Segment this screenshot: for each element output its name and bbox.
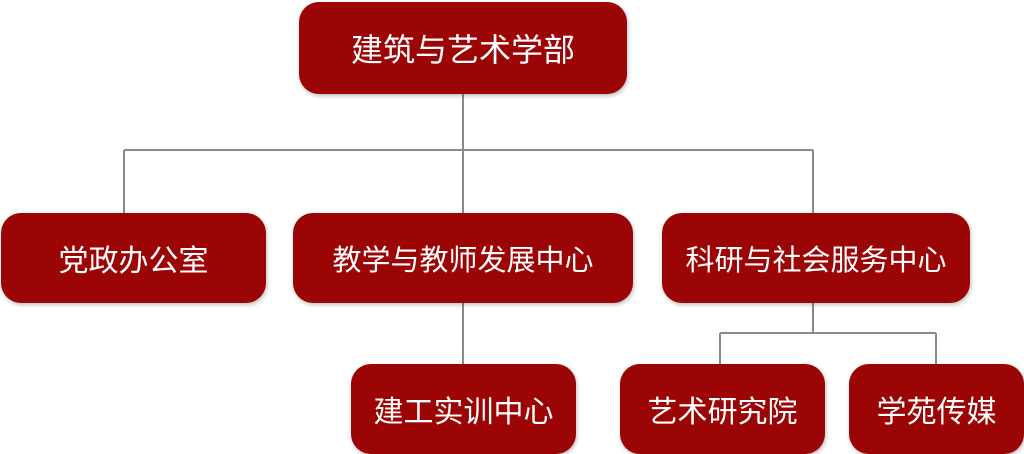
org-node-art-institute: 艺术研究院 xyxy=(620,364,825,454)
org-node-party-office-label: 党政办公室 xyxy=(58,244,209,279)
org-node-training-center: 建工实训中心 xyxy=(351,364,576,454)
org-node-root: 建筑与艺术学部 xyxy=(299,2,627,94)
org-node-root-label: 建筑与艺术学部 xyxy=(350,31,575,69)
org-node-party-office: 党政办公室 xyxy=(1,213,266,303)
org-node-research-center: 科研与社会服务中心 xyxy=(662,213,970,303)
org-node-research-center-label: 科研与社会服务中心 xyxy=(685,243,947,277)
org-node-media: 学苑传媒 xyxy=(849,364,1024,454)
org-node-teaching-center-label: 教学与教师发展中心 xyxy=(332,243,594,277)
org-node-training-center-label: 建工实训中心 xyxy=(373,395,554,430)
org-node-art-institute-label: 艺术研究院 xyxy=(647,395,798,430)
org-node-media-label: 学苑传媒 xyxy=(876,395,997,430)
org-node-teaching-center: 教学与教师发展中心 xyxy=(293,213,633,303)
